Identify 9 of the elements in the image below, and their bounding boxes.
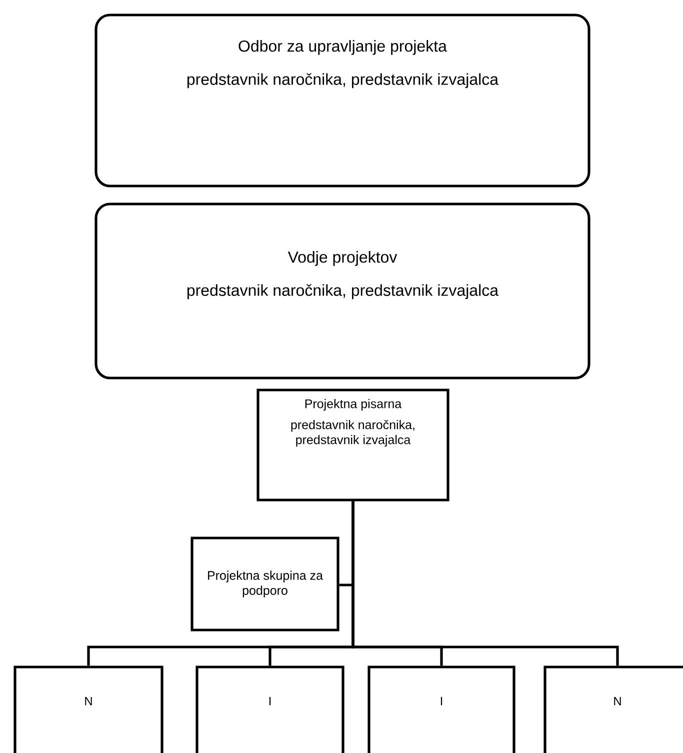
board-box: Odbor za upravljanje projekta predstavnik naročnika, predstavnik izvajalca (94, 14, 590, 188)
office-box: Projektna pisarna predstavnik naročnika, predstavnik izvajalca (256, 388, 450, 502)
unit-box: I (368, 666, 516, 753)
unit-box: I (196, 666, 344, 753)
team-box: Projektna skupina za podporo (190, 536, 340, 632)
board-box: Vodje projektov predstavnik naročnika, predstavnik izvajalca (94, 202, 590, 380)
unit-box: N (14, 666, 164, 753)
connector-line (352, 501, 619, 666)
unit-box: N (544, 666, 683, 753)
